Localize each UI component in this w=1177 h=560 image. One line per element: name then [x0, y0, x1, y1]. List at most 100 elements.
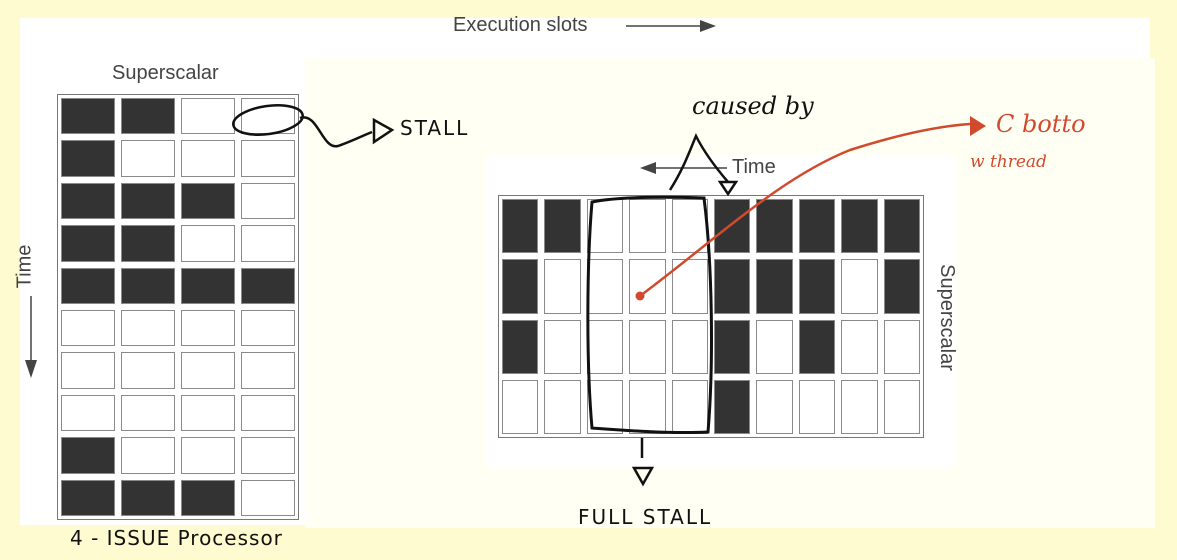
right-slot-cell: [841, 379, 878, 434]
processor-caption: 4 - ISSUE Processor: [70, 526, 283, 550]
red-note-line1: C botto: [996, 110, 1086, 138]
stall-note: STALL: [400, 116, 470, 140]
right-slot-cell: [798, 199, 836, 254]
right-slot-cell: [629, 319, 666, 374]
right-slot-cell: [841, 319, 878, 374]
left-slot-cell: [181, 310, 235, 347]
left-slot-cell: [61, 352, 115, 389]
left-slot-cell: [181, 394, 235, 432]
left-slot-cell: [181, 98, 235, 135]
stall-arrowhead: [372, 117, 395, 145]
right-slot-cell: [671, 199, 708, 254]
right-slot-cell: [798, 259, 836, 314]
main-panel: [20, 18, 1150, 58]
right-grid: [498, 195, 924, 438]
right-slot-cell: [544, 319, 581, 374]
right-slot-cell: [756, 259, 793, 314]
right-slot-cell: [714, 379, 751, 434]
left-grid: [57, 94, 299, 520]
left-slot-cell: [121, 394, 175, 432]
stall-circle: [232, 104, 304, 136]
full-stall-note: FULL STALL: [578, 505, 713, 529]
right-slot-cell: [756, 319, 793, 374]
left-slot-cell: [181, 140, 235, 177]
left-slot-cell: [241, 267, 295, 304]
right-slot-cell: [798, 379, 836, 434]
left-slot-cell: [61, 479, 115, 516]
left-slot-cell: [181, 225, 235, 262]
left-slot-cell: [241, 479, 295, 516]
right-slot-cell: [714, 319, 751, 374]
left-slot-cell: [181, 352, 235, 389]
left-slot-cell: [61, 394, 115, 432]
left-slot-cell: [241, 437, 295, 474]
left-slot-cell: [241, 140, 295, 177]
left-slot-cell: [121, 225, 175, 262]
left-slot-cell: [241, 394, 295, 432]
left-slot-cell: [181, 182, 235, 220]
left-slot-cell: [181, 437, 235, 474]
left-slot-cell: [121, 479, 175, 516]
right-slot-cell: [841, 259, 878, 314]
full-stall-enclosure: [586, 195, 713, 435]
right-slot-cell: [544, 379, 581, 434]
right-slot-cell: [714, 259, 751, 314]
left-slot-cell: [121, 140, 175, 177]
left-slot-cell: [241, 182, 295, 220]
right-slot-cell: [671, 319, 708, 374]
right-slot-cell: [502, 379, 539, 434]
caused-by-note: caused by: [692, 92, 814, 120]
left-diagram-title: Superscalar: [112, 62, 219, 84]
left-slot-cell: [61, 140, 115, 177]
right-slot-cell: [629, 259, 666, 314]
left-slot-cell: [61, 225, 115, 262]
left-slot-cell: [121, 267, 175, 304]
full-stall-arrowhead: [631, 466, 655, 487]
right-slot-cell: [629, 379, 666, 434]
left-slot-cell: [61, 437, 115, 474]
right-slot-cell: [629, 199, 666, 254]
left-slot-cell: [121, 310, 175, 347]
right-slot-cell: [502, 319, 539, 374]
right-slot-cell: [883, 199, 920, 254]
right-slot-cell: [586, 319, 624, 374]
left-slot-cell: [181, 267, 235, 304]
stall-connector: [299, 116, 373, 148]
right-slot-cell: [756, 199, 793, 254]
left-slot-cell: [121, 98, 175, 135]
left-slot-cell: [241, 352, 295, 389]
right-time-label: Time: [732, 156, 776, 178]
left-slot-cell: [121, 182, 175, 220]
right-slot-cell: [714, 199, 751, 254]
right-slot-cell: [756, 379, 793, 434]
right-slot-cell: [544, 199, 581, 254]
red-note-line2: w thread: [970, 152, 1047, 172]
left-slot-cell: [181, 479, 235, 516]
left-slot-cell: [61, 310, 115, 347]
right-slot-cell: [502, 259, 539, 314]
right-slot-cell: [883, 379, 920, 434]
right-slot-cell: [586, 259, 624, 314]
left-slot-cell: [121, 437, 175, 474]
right-slot-cell: [798, 319, 836, 374]
right-slot-cell: [883, 259, 920, 314]
caused-by-bracket: [668, 133, 729, 191]
right-slot-cell: [544, 259, 581, 314]
left-slot-cell: [61, 98, 115, 135]
left-slot-cell: [241, 310, 295, 347]
red-annotation-arrowhead: [970, 116, 986, 136]
right-slot-cell: [671, 379, 708, 434]
left-slot-cell: [241, 225, 295, 262]
left-slot-cell: [61, 267, 115, 304]
execution-slots-label: Execution slots: [453, 14, 588, 36]
right-slot-cell: [502, 199, 539, 254]
red-annotation-curve: [639, 122, 971, 297]
right-slot-cell: [883, 319, 920, 374]
red-annotation-dot: [635, 291, 645, 301]
right-slot-cell: [841, 199, 878, 254]
left-slot-cell: [61, 182, 115, 220]
